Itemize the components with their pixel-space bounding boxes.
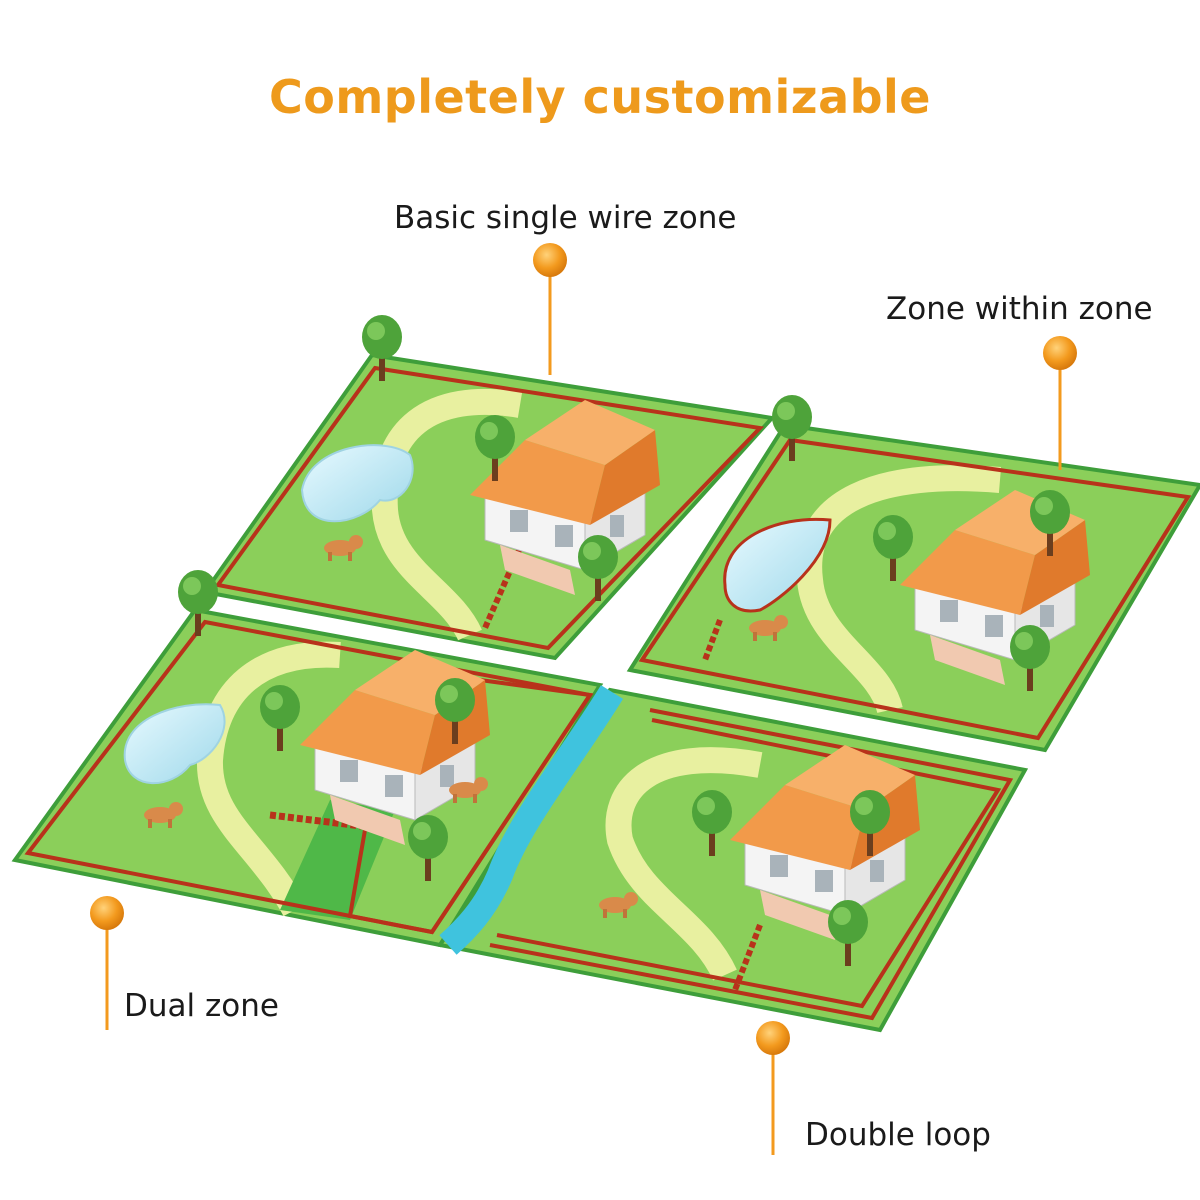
panel-basic-single-wire-zone [201,315,776,661]
panel-double-loop [436,685,1029,1033]
panel-zone-within-zone [626,395,1200,753]
label-double-loop: Double loop [805,1117,991,1153]
pin-dual-zone [90,896,124,1030]
pin-basic-single-wire-zone [533,243,567,375]
panel-dual-zone [11,570,604,948]
label-dual-zone: Dual zone [124,988,279,1024]
label-zone-within-zone: Zone within zone [886,291,1153,327]
pin-double-loop [756,1021,790,1155]
page-title: Completely customizable [268,70,932,124]
label-basic-single-wire-zone: Basic single wire zone [394,200,737,236]
pin-zone-within-zone [1043,336,1077,470]
